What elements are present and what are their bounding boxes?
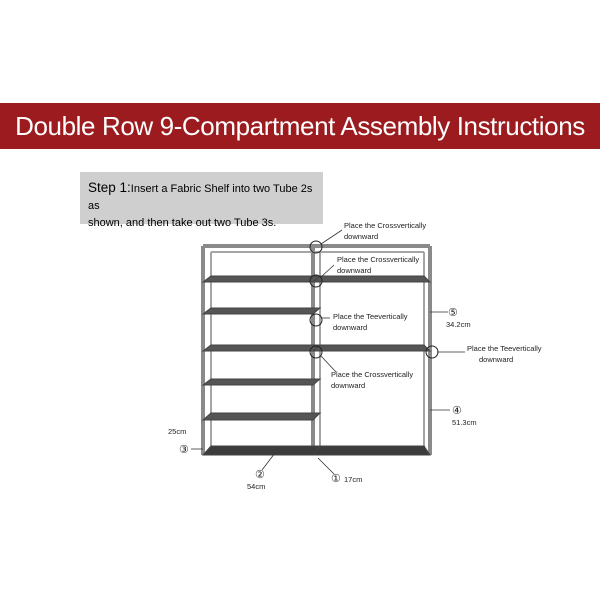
left-shelf-5 xyxy=(201,412,322,421)
callout-5-line2: downward xyxy=(331,381,365,390)
left-shelf-3 xyxy=(201,344,322,352)
callout-1-line1: Place the Crossvertically xyxy=(344,221,426,230)
callout-4-line1: Place the Teevertically xyxy=(467,344,542,353)
step-text-line2: shown, and then take out two Tube 3s. xyxy=(88,217,277,229)
callouts: Place the Crossvertically downward Place… xyxy=(331,221,542,390)
part-labels: ⑤ 34.2cm ④ 51.3cm 25cm ③ ② 54cm ① 17cm xyxy=(168,307,477,491)
leader-lines xyxy=(191,229,465,475)
callout-3-line1: Place the Teevertically xyxy=(333,312,408,321)
part-5-number: ⑤ xyxy=(448,307,458,319)
callout-1-line2: downward xyxy=(344,232,378,241)
joint-marker-top xyxy=(309,240,323,254)
leader-part-1 xyxy=(317,457,335,475)
right-shelf-1 xyxy=(311,275,432,283)
part-1-measure: 17cm xyxy=(344,475,362,484)
part-5-measure: 34.2cm xyxy=(446,320,471,329)
right-shelf-2 xyxy=(311,344,432,352)
shelves xyxy=(201,275,432,456)
leader-callout-5 xyxy=(320,355,337,373)
title-banner: Double Row 9-Compartment Assembly Instru… xyxy=(0,103,600,149)
right-shelf-bottom xyxy=(311,445,431,456)
joint-marker-4 xyxy=(309,345,323,359)
callout-3-line2: downward xyxy=(333,323,367,332)
joint-marker-3 xyxy=(309,313,323,327)
part-2-measure: 54cm xyxy=(247,482,265,491)
callout-2-line1: Place the Crossvertically xyxy=(337,255,419,264)
callout-2-line2: downward xyxy=(337,266,371,275)
joint-marker-2 xyxy=(309,274,323,288)
left-shelf-4 xyxy=(201,378,322,386)
left-shelf-2 xyxy=(201,307,322,315)
part-1-number: ① xyxy=(331,473,341,485)
left-shelf-bottom xyxy=(201,445,322,456)
joint-markers xyxy=(309,240,439,359)
callout-5-line1: Place the Crossvertically xyxy=(331,370,413,379)
page-title: Double Row 9-Compartment Assembly Instru… xyxy=(15,110,585,141)
part-2-number: ② xyxy=(255,469,265,481)
leader-part-2 xyxy=(261,452,276,471)
step-text-line1: Insert a Fabric Shelf into two Tube 2s a… xyxy=(88,183,313,212)
leader-callout-2 xyxy=(320,264,335,278)
part-3-measure: 25cm xyxy=(168,427,186,436)
step-label: Step 1: xyxy=(88,180,131,195)
callout-4-line2: downward xyxy=(479,355,513,364)
left-shelf-1 xyxy=(201,275,322,283)
step-instruction-box: Step 1:Insert a Fabric Shelf into two Tu… xyxy=(80,172,323,229)
part-3-number: ③ xyxy=(179,444,189,456)
leader-callout-1 xyxy=(320,229,343,245)
part-4-measure: 51.3cm xyxy=(452,418,477,427)
part-4-number: ④ xyxy=(452,405,462,417)
